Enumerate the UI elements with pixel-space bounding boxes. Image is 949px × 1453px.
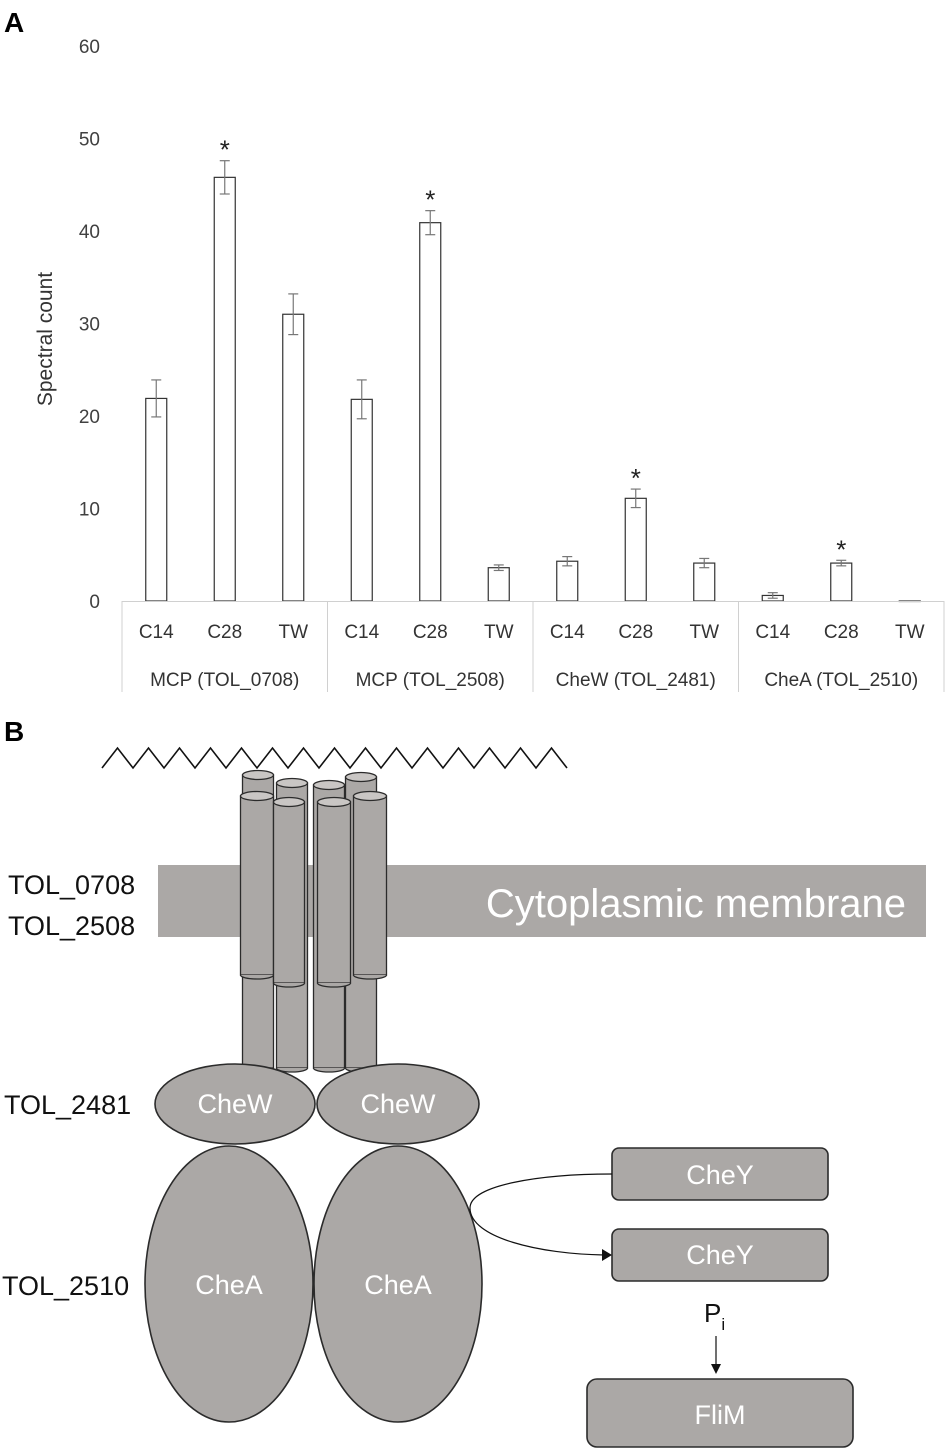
bar-chart: Spectral count 0 10 20 30 40 50 60 * * * * C14 C28… xyxy=(34,37,945,692)
significance-markers: * * * * xyxy=(220,135,847,565)
chey-bottom-label: CheY xyxy=(686,1240,754,1270)
phosphotransfer-arrow xyxy=(469,1173,613,1256)
panel-b-label: B xyxy=(4,716,24,747)
category-label: C14 xyxy=(139,622,174,643)
significance-star: * xyxy=(631,463,641,493)
y-tick-label: 10 xyxy=(79,500,100,521)
gene-label-tol0708: TOL_0708 xyxy=(8,870,135,900)
significance-star: * xyxy=(836,534,846,564)
category-label: C14 xyxy=(550,622,585,643)
y-tick-label: 50 xyxy=(79,130,100,151)
bar xyxy=(419,222,442,602)
gene-label-tol2508: TOL_2508 xyxy=(8,911,135,941)
bar xyxy=(213,176,236,602)
significance-star: * xyxy=(220,135,230,165)
bar xyxy=(487,567,510,602)
chew-right-label: CheW xyxy=(360,1089,436,1119)
bar xyxy=(282,313,305,602)
y-axis-label: Spectral count xyxy=(34,272,57,406)
chemotaxis-diagram: Cytoplasmic membrane TOL_0708 TOL_2508 T… xyxy=(2,746,926,1448)
category-label: TW xyxy=(278,622,308,643)
error-bars xyxy=(151,160,847,599)
membrane-label: Cytoplasmic membrane xyxy=(486,882,906,926)
y-tick-label: 60 xyxy=(79,37,100,58)
group-labels: MCP (TOL_0708) MCP (TOL_2508) CheW (TOL_24… xyxy=(150,670,918,691)
flim-box xyxy=(586,1378,854,1448)
category-axis xyxy=(121,601,945,692)
category-label: C28 xyxy=(618,622,653,643)
bar xyxy=(350,398,373,602)
chey-top-label: CheY xyxy=(686,1160,754,1190)
category-label: C14 xyxy=(755,622,790,643)
group-label: CheW (TOL_2481) xyxy=(556,670,716,691)
flim-label: FliM xyxy=(695,1400,746,1430)
mcp-cylinder xyxy=(316,796,352,988)
category-label: C28 xyxy=(824,622,859,643)
chea-left xyxy=(144,1145,314,1423)
group-label: CheA (TOL_2510) xyxy=(764,670,918,691)
mcp-cylinder xyxy=(239,790,275,980)
category-labels: C14 C28 TW C14 C28 TW C14 C28 TW C14 C28 TW xyxy=(139,622,925,643)
y-tick-label: 0 xyxy=(89,592,100,613)
group-label: MCP (TOL_0708) xyxy=(150,670,299,691)
alkane-chain xyxy=(101,746,568,770)
category-label: C28 xyxy=(413,622,448,643)
phosphotransfer-arrowhead xyxy=(602,1249,612,1261)
bar xyxy=(830,562,853,602)
category-label: TW xyxy=(484,622,514,643)
chew-right xyxy=(316,1063,480,1145)
group-label: MCP (TOL_2508) xyxy=(356,670,505,691)
bars xyxy=(145,176,921,603)
bar xyxy=(693,562,716,602)
gene-label-tol2481: TOL_2481 xyxy=(4,1090,131,1120)
chea-left-label: CheA xyxy=(195,1270,263,1300)
category-label: C28 xyxy=(207,622,242,643)
significance-star: * xyxy=(425,185,435,215)
category-label: TW xyxy=(689,622,719,643)
y-tick-label: 20 xyxy=(79,407,100,428)
chea-right xyxy=(313,1145,483,1423)
category-label: TW xyxy=(895,622,925,643)
panel-a-label: A xyxy=(4,7,24,38)
gene-label-tol2510: TOL_2510 xyxy=(2,1271,129,1301)
category-label: C14 xyxy=(344,622,379,643)
mcp-cylinder xyxy=(272,796,306,988)
bar xyxy=(624,497,647,602)
mcp-cylinder xyxy=(352,790,388,980)
chew-left-label: CheW xyxy=(197,1089,273,1119)
mcp-receptor-cluster xyxy=(239,769,388,1073)
y-tick-label: 30 xyxy=(79,315,100,336)
chew-left xyxy=(154,1063,316,1145)
bar xyxy=(145,397,168,602)
y-tick-label: 40 xyxy=(79,222,100,243)
bar xyxy=(556,560,579,602)
phosphate-label: Pi xyxy=(704,1298,725,1334)
y-tick-labels: 0 10 20 30 40 50 60 xyxy=(79,37,100,613)
pi-arrowhead xyxy=(711,1364,721,1374)
chea-right-label: CheA xyxy=(364,1270,432,1300)
